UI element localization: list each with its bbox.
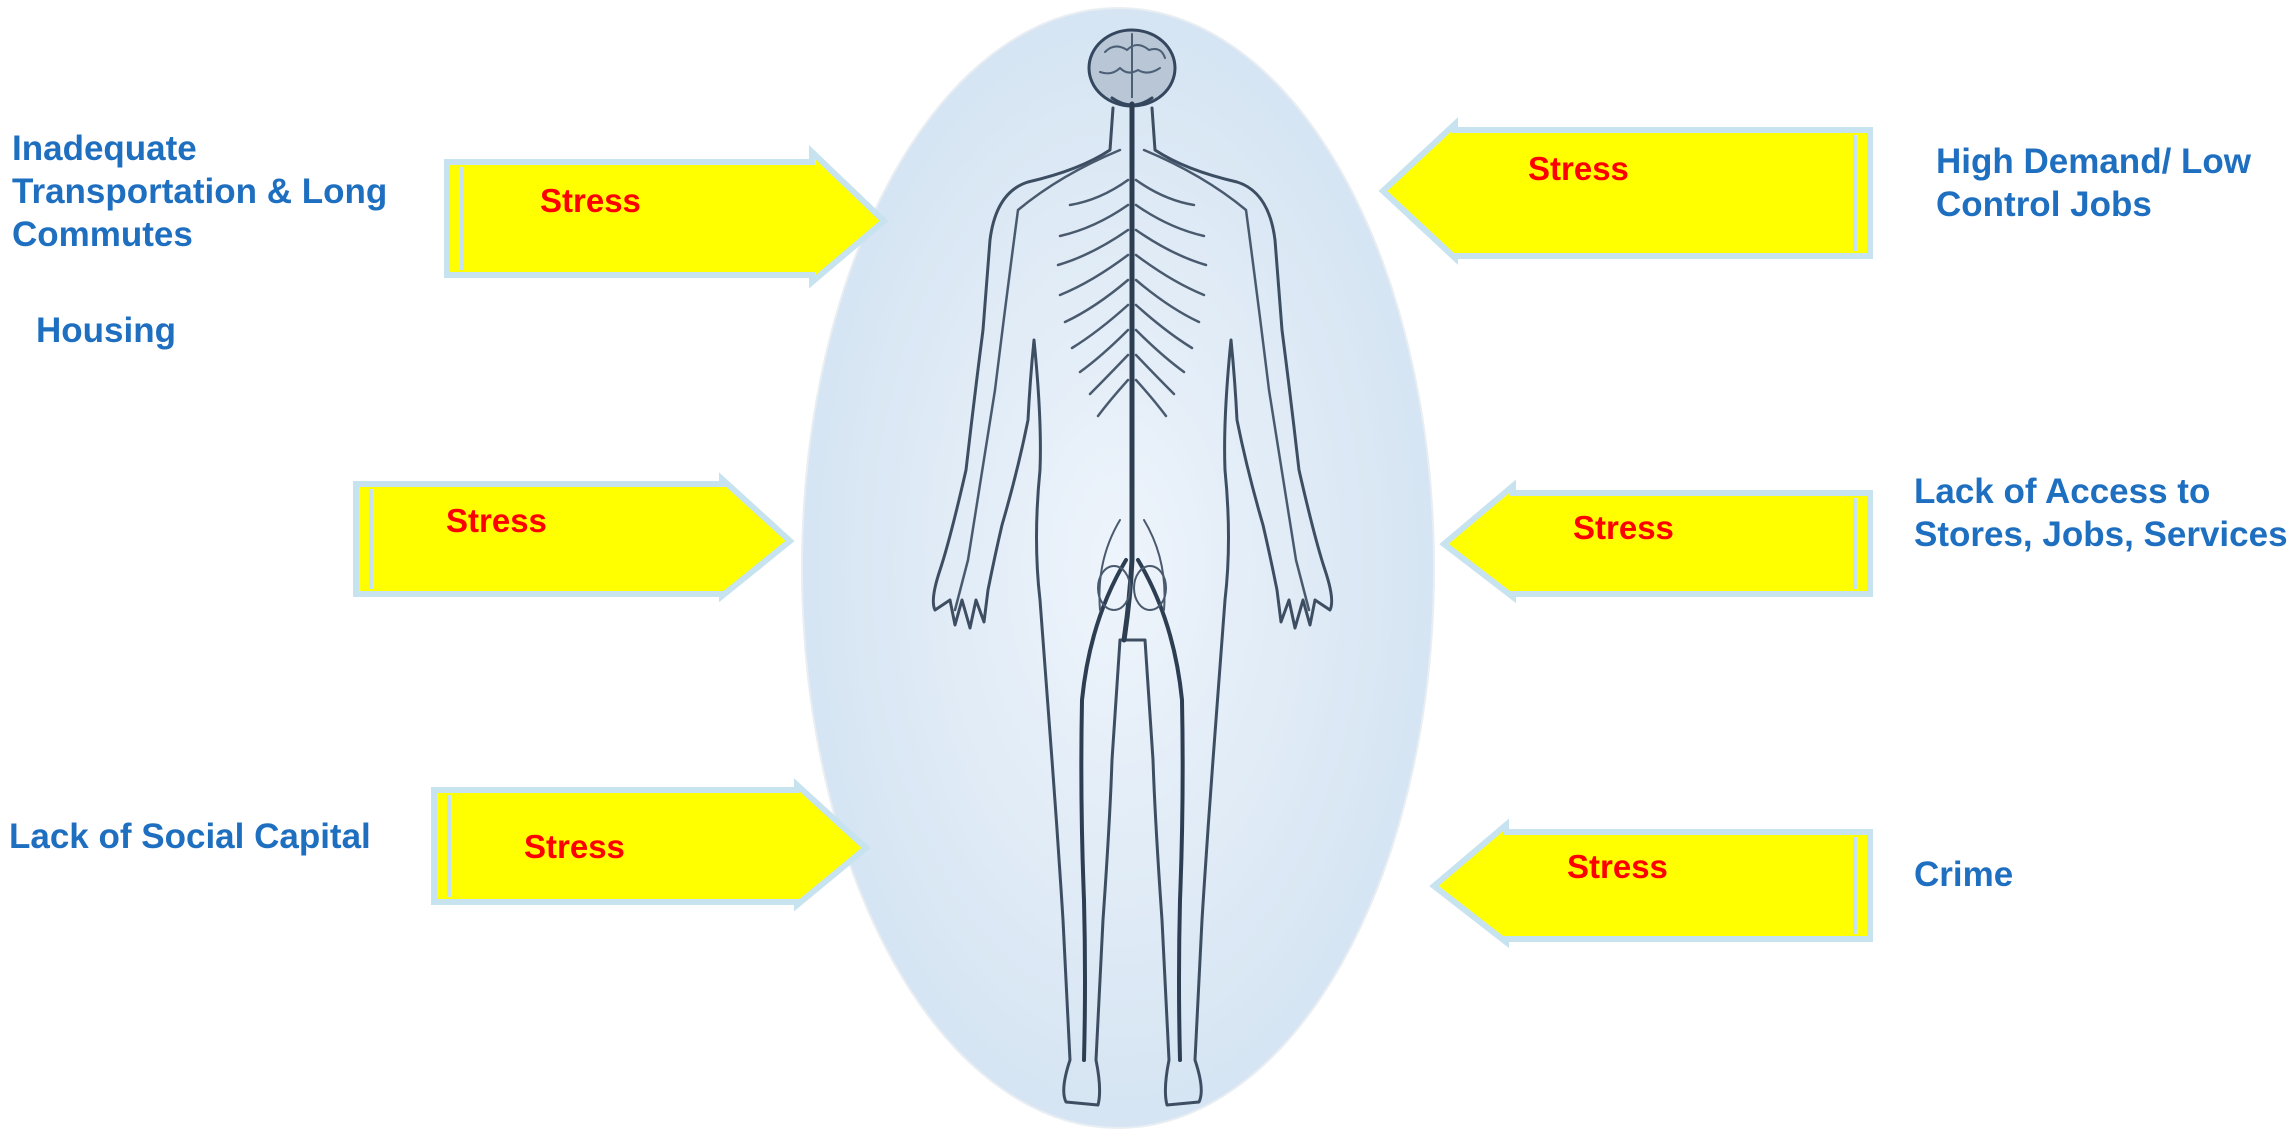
factor-transportation: Inadequate Transportation & Long Commute… xyxy=(12,127,387,256)
stress-label-right-bottom: Stress xyxy=(1567,849,1668,885)
factor-social-capital: Lack of Social Capital xyxy=(9,815,371,858)
stress-arrow-left-bottom xyxy=(434,785,866,905)
stress-arrow-left-top xyxy=(447,152,884,282)
stress-label-right-top: Stress xyxy=(1528,151,1629,187)
stress-label-left-top: Stress xyxy=(540,183,641,219)
factor-crime: Crime xyxy=(1914,853,2013,896)
factor-lack-of-access: Lack of Access to Stores, Jobs, Services xyxy=(1914,470,2288,556)
stress-label-left-middle: Stress xyxy=(446,503,547,539)
stress-arrow-left-middle xyxy=(356,479,790,596)
factor-housing: Housing xyxy=(36,309,176,352)
factor-high-demand: High Demand/ Low Control Jobs xyxy=(1936,140,2251,226)
stress-label-right-middle: Stress xyxy=(1573,510,1674,546)
stress-arrow-right-top xyxy=(1383,124,1870,258)
brain-icon xyxy=(1089,30,1175,106)
body-oval xyxy=(802,8,1434,1128)
stress-label-left-bottom: Stress xyxy=(524,829,625,865)
